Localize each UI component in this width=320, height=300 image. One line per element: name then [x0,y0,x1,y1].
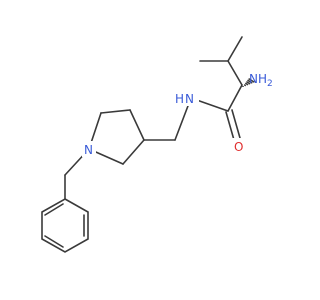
bond-ring-c4-c5 [100,109,131,114]
molecule-canvas: N H NH2 O N [41,36,273,253]
amide-n-label: N [185,92,194,106]
bond-ring-n-c2 [88,148,124,165]
ring-n-label: N [84,143,93,157]
bond-carbonyl-o-1 [225,111,235,141]
bond-ring-c3-c4 [129,109,145,141]
amine-nh2-label: NH2 [249,72,273,89]
bond-amide-n-ch2 [174,97,192,141]
bond-ring-c2-c3 [122,139,145,165]
bond-carbonyl-amide-n [190,97,229,112]
bond-isopropyl-alpha [227,60,243,86]
bond-n-benzyl-ch2 [64,148,90,176]
structure-diagram: N H NH2 O N [41,36,273,253]
benzene-ring [41,198,89,253]
bond-ring-c5-n [88,112,102,150]
bond-layer [64,36,243,200]
amide-h-label: H [175,92,184,106]
bond-alpha-carbonyl [227,84,243,112]
stereo-hash-bond [242,77,255,87]
carbonyl-o-label: O [234,140,243,154]
bond-carbonyl-o-2 [231,109,241,139]
bond-methyl-right [227,36,243,62]
